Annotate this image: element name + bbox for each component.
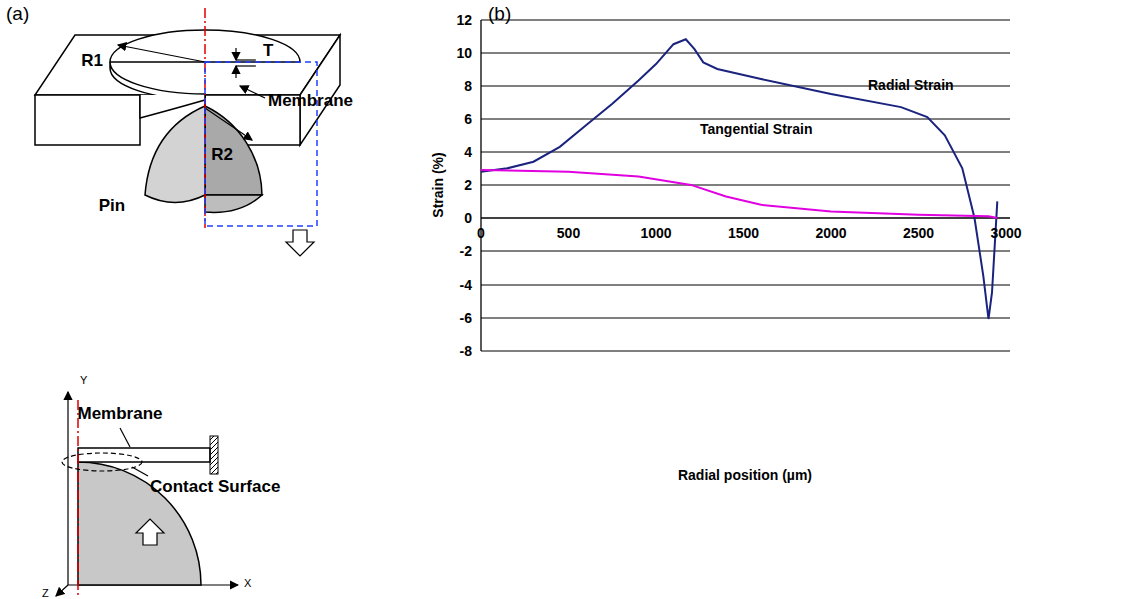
axis-title: Strain (%) [431,152,445,217]
dimension-label: R2 [211,146,233,163]
tick-label: 1500 [728,226,759,240]
leader-line [132,467,148,476]
dimension-label: R1 [81,52,103,69]
clamp-wall [210,436,218,474]
tick-label: 2000 [815,226,846,240]
tick-label: 4 [464,145,472,159]
tick-label: 0 [464,211,472,225]
panel-label: (b) [488,4,511,23]
tick-label: 500 [557,226,580,240]
dimension-label: T [263,42,273,59]
tick-label: 2500 [903,226,934,240]
grid-lines [481,20,1010,351]
tick-label: 6 [464,112,472,126]
part-name: Pin [99,197,125,214]
axis-line [77,400,79,595]
tick-label: -4 [460,278,472,292]
tick-label: 12 [456,13,472,27]
tick-label: 8 [464,79,472,93]
part-name: Membrane [268,92,353,109]
axis-name: X [244,578,251,589]
part-name: Membrane [77,405,162,422]
radial-strain-curve [481,39,997,319]
membrane-section [78,448,210,462]
series-label: Radial Strain [868,78,954,92]
axis-name: Y [80,375,87,386]
tick-label: 1000 [640,226,671,240]
tick-label: -2 [460,244,472,258]
tick-label: 0 [477,226,485,240]
tick-label: 2 [464,178,472,192]
tick-label: 10 [456,46,472,60]
hollow-arrow [136,519,164,545]
tick-label: -8 [460,344,472,358]
part-name: Contact Surface [150,478,280,495]
contact-ellipse [62,453,142,471]
tick-label: 3000 [990,226,1021,240]
leader-line [120,428,130,447]
detail-box [205,62,317,226]
axis-title: Radial position (µm) [678,468,812,482]
axis-name: Z [42,588,49,599]
series-label: Tangential Strain [700,122,813,136]
pin [145,106,262,212]
dimension-lines [118,45,265,140]
panel-label: (a) [6,4,29,23]
tangential-strain-curve [481,170,997,218]
tick-label: -6 [460,311,472,325]
hollow-arrow [286,230,314,256]
